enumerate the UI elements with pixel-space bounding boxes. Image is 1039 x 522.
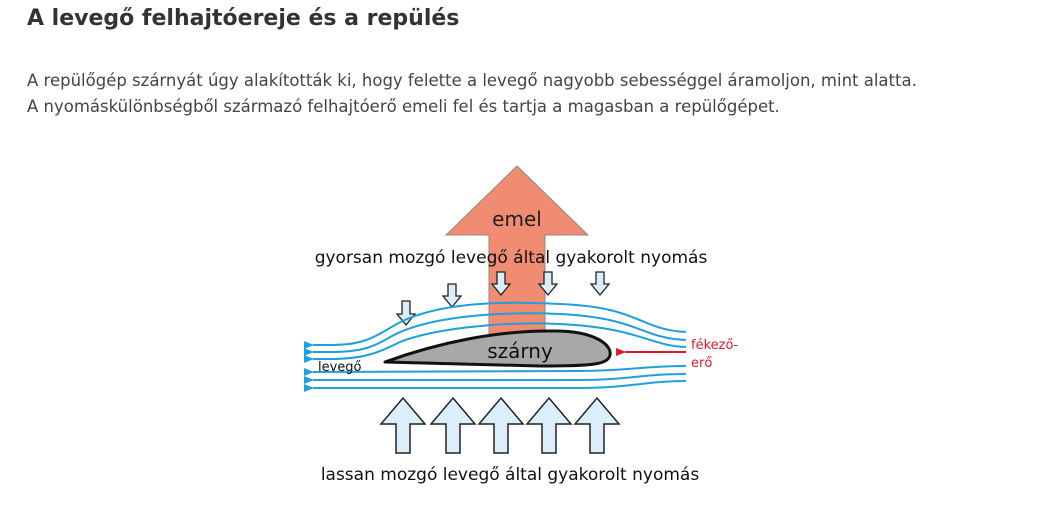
up-pressure-arrow-1 xyxy=(379,396,427,454)
bottom-pressure-label: lassan mozgó levegő által gyakorolt nyom… xyxy=(321,465,700,485)
intro-line-2: A nyomáskülönbségből származó felhajtóer… xyxy=(27,97,780,116)
air-label: levegő xyxy=(318,360,362,375)
wing-label: szárny xyxy=(487,339,553,363)
up-pressure-arrow-2 xyxy=(429,396,477,454)
top-pressure-label: gyorsan mozgó levegő által gyakorolt nyo… xyxy=(315,248,708,268)
drag-label-line-2: erő xyxy=(691,356,712,371)
intro-line-1: A repülőgép szárnyát úgy alakították ki,… xyxy=(27,71,917,90)
up-pressure-arrow-5 xyxy=(573,396,621,454)
airflow-line-mid xyxy=(303,365,687,377)
down-pressure-arrow-1 xyxy=(395,300,417,327)
drag-label-line-1: fékező- xyxy=(691,338,738,353)
up-pressure-arrow-4 xyxy=(525,396,573,454)
up-pressure-arrow-3 xyxy=(477,396,525,454)
airflow-line-top-3 xyxy=(304,322,687,363)
down-pressure-arrow-2 xyxy=(441,283,463,309)
down-pressure-arrow-5 xyxy=(589,271,611,297)
airflow-line-top-2 xyxy=(304,312,687,356)
airflow-line-bottom-2 xyxy=(304,380,687,392)
down-pressure-arrow-3 xyxy=(490,271,512,297)
wing-shape xyxy=(383,329,612,368)
lift-arrow xyxy=(444,165,590,337)
lift-label: emel xyxy=(492,207,542,231)
intro-paragraph: A repülőgép szárnyát úgy alakították ki,… xyxy=(27,68,1027,120)
page-title: A levegő felhajtóereje és a repülés xyxy=(27,6,460,31)
airflow-line-top-1 xyxy=(304,301,687,349)
down-pressure-arrow-4 xyxy=(537,271,559,297)
airflow-line-bottom-1 xyxy=(304,373,687,384)
